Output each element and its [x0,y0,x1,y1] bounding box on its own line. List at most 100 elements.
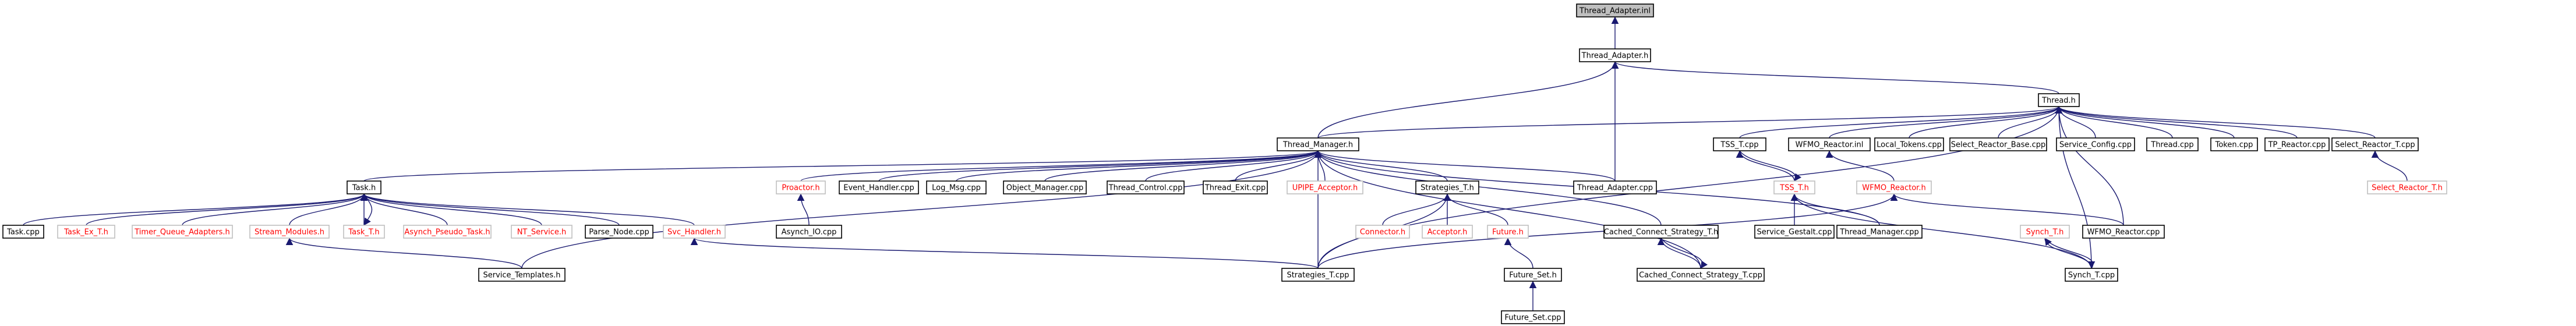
edge-wfmo_reactor_h-to-wfmo_reactor_inl [1825,150,1895,182]
node-label: Service_Config.cpp [2059,141,2132,150]
node-strategies-t-cpp[interactable]: Strategies_T.cpp [1281,268,1355,282]
edge-task_cpp-to-task_h [23,193,368,226]
node-event-handler-cpp[interactable]: Event_Handler.cpp [839,180,919,194]
node-proactor-h[interactable]: Proactor.h [776,180,826,194]
edge-synch_t_h-to-synch_t_cpp [2044,238,2096,269]
node-select-reactor-t-h[interactable]: Select_Reactor_T.h [2367,180,2447,194]
node-label: Proactor.h [782,184,819,193]
node-service-config-cpp[interactable]: Service_Config.cpp [2056,137,2135,151]
node-box [1579,48,1651,62]
node-thread-cpp[interactable]: Thread.cpp [2146,137,2199,151]
node-box [1773,180,1815,194]
edge-task_h-to-thread_manager_h [363,150,1321,182]
node-thread-h[interactable]: Thread.h [2038,93,2080,107]
edge-log_msg_cpp-to-thread_manager_h [956,150,1322,182]
node-object-manager-cpp[interactable]: Object_Manager.cpp [1003,180,1087,194]
node-select-reactor-base-cpp[interactable]: Select_Reactor_Base.cpp [1949,137,2047,151]
edge-wfmo_reactor_cpp-to-thread_h [2055,106,2124,226]
node-label: Strategies_T.cpp [1287,271,1349,280]
node-future-h[interactable]: Future.h [1487,225,1529,239]
node-box [1003,180,1087,194]
node-box [1501,310,1565,324]
node-svc-handler-h[interactable]: Svc_Handler.h [663,225,726,239]
edge-object_manager_cpp-to-thread_manager_h [1044,150,1322,182]
node-strategies-t-h[interactable]: Strategies_T.h [1415,180,1479,194]
node-label: UPIPE_Acceptor.h [1292,184,1358,193]
node-task-cpp[interactable]: Task.cpp [2,225,44,239]
node-thread-control-cpp[interactable]: Thread_Control.cpp [1107,180,1185,194]
node-task-t-h[interactable]: Task_T.h [343,225,385,239]
edge-cached_connect_strategy_t_cpp-to-cached_connect_strategy_t_h [1657,238,1701,269]
node-token-cpp[interactable]: Token.cpp [2210,137,2258,151]
node-box [1107,180,1185,194]
node-asynch-pseudo-task-h[interactable]: Asynch_Pseudo_Task.h [403,225,492,239]
node-label: Select_Reactor_T.h [2372,184,2443,193]
node-box [2264,137,2330,151]
node-synch-t-h[interactable]: Synch_T.h [2020,225,2070,239]
node-label: Stream_Modules.h [255,228,324,237]
node-wfmo-reactor-cpp[interactable]: WFMO_Reactor.cpp [2082,225,2165,239]
edge-synch_t_cpp-to-synch_t_h [2044,238,2094,269]
node-thread-adapter-h[interactable]: Thread_Adapter.h [1579,48,1651,62]
node-upipe-acceptor-h[interactable]: UPIPE_Acceptor.h [1287,180,1363,194]
node-box [1836,225,1923,239]
node-wfmo-reactor-h[interactable]: WFMO_Reactor.h [1856,180,1932,194]
node-timer-queue-adapters-h[interactable]: Timer_Queue_Adapters.h [132,225,233,239]
edge-synch_t_cpp-to-tss_t_h [1790,193,2092,269]
node-future-set-cpp[interactable]: Future_Set.cpp [1501,310,1565,324]
node-thread-adapter-cpp[interactable]: Thread_Adapter.cpp [1573,180,1657,194]
node-label: Thread_Exit.cpp [1204,184,1266,193]
node-parse-node-cpp[interactable]: Parse_Node.cpp [585,225,653,239]
node-label: Thread_Manager.h [1282,141,1353,150]
node-task-ex-t-h[interactable]: Task_Ex_T.h [57,225,115,239]
node-service-gestalt-cpp[interactable]: Service_Gestalt.cpp [1754,225,1835,239]
node-synch-t-cpp[interactable]: Synch_T.cpp [2065,268,2118,282]
node-future-set-h[interactable]: Future_Set.h [1504,268,1562,282]
edge-service_templates_h-to-stream_modules_h [285,238,522,269]
edge-asynch_io_cpp-to-proactor_h [797,193,810,226]
node-thread-adapter-inl: Thread_Adapter.inl [1576,3,1654,17]
edge-service_templates_h-to-thread_manager_h [521,150,1322,269]
node-acceptor-h[interactable]: Acceptor.h [1422,225,1473,239]
node-asynch-io-cpp[interactable]: Asynch_IO.cpp [776,225,842,239]
node-box [1856,180,1932,194]
node-label: Select_Reactor_Base.cpp [1951,141,2046,150]
node-label: Thread_Control.cpp [1108,184,1183,193]
node-connector-h[interactable]: Connector.h [1355,225,1410,239]
node-box [249,225,330,239]
node-task-h[interactable]: Task.h [347,180,381,194]
node-select-reactor-t-cpp[interactable]: Select_Reactor_T.cpp [2331,137,2419,151]
node-label: Connector.h [1360,228,1405,237]
node-local-tokens-cpp[interactable]: Local_Tokens.cpp [1874,137,1944,151]
node-thread-manager-h[interactable]: Thread_Manager.h [1277,137,1359,151]
node-box [1203,180,1268,194]
node-thread-manager-cpp[interactable]: Thread_Manager.cpp [1836,225,1923,239]
node-label: Cached_Connect_Strategy_T.h [1604,228,1718,237]
node-label: Task_T.h [348,228,379,237]
node-thread-exit-cpp[interactable]: Thread_Exit.cpp [1203,180,1268,194]
edge-wfmo_reactor_cpp-to-wfmo_reactor_h [1890,193,2124,226]
node-service-templates-h[interactable]: Service_Templates.h [478,268,566,282]
node-cached-connect-strategy-t-h[interactable]: Cached_Connect_Strategy_T.h [1603,225,1719,239]
node-label: Token.cpp [2215,141,2253,150]
node-stream-modules-h[interactable]: Stream_Modules.h [249,225,330,239]
edge-select_reactor_t_cpp-to-thread_h [2055,106,2376,139]
node-tp-reactor-cpp[interactable]: TP_Reactor.cpp [2264,137,2330,151]
node-box [2056,137,2135,151]
edges-layer [23,16,2408,311]
node-label: Thread.h [2041,97,2076,105]
node-log-msg-cpp[interactable]: Log_Msg.cpp [926,180,987,194]
node-label: Thread_Adapter.cpp [1577,184,1653,193]
node-cached-connect-strategy-t-cpp[interactable]: Cached_Connect_Strategy_T.cpp [1637,268,1765,282]
node-box [2331,137,2419,151]
edge-token_cpp-to-thread_h [2055,106,2235,139]
node-box [1576,3,1654,17]
node-tss-t-h[interactable]: TSS_T.h [1773,180,1815,194]
node-box [1415,180,1479,194]
node-wfmo-reactor-inl[interactable]: WFMO_Reactor.inl [1788,137,1871,151]
node-nt-service-h[interactable]: NT_Service.h [511,225,573,239]
node-label: TSS_T.h [1779,184,1809,193]
node-tss-t-cpp[interactable]: TSS_T.cpp [1713,137,1766,151]
node-box [1487,225,1529,239]
node-box [57,225,115,239]
